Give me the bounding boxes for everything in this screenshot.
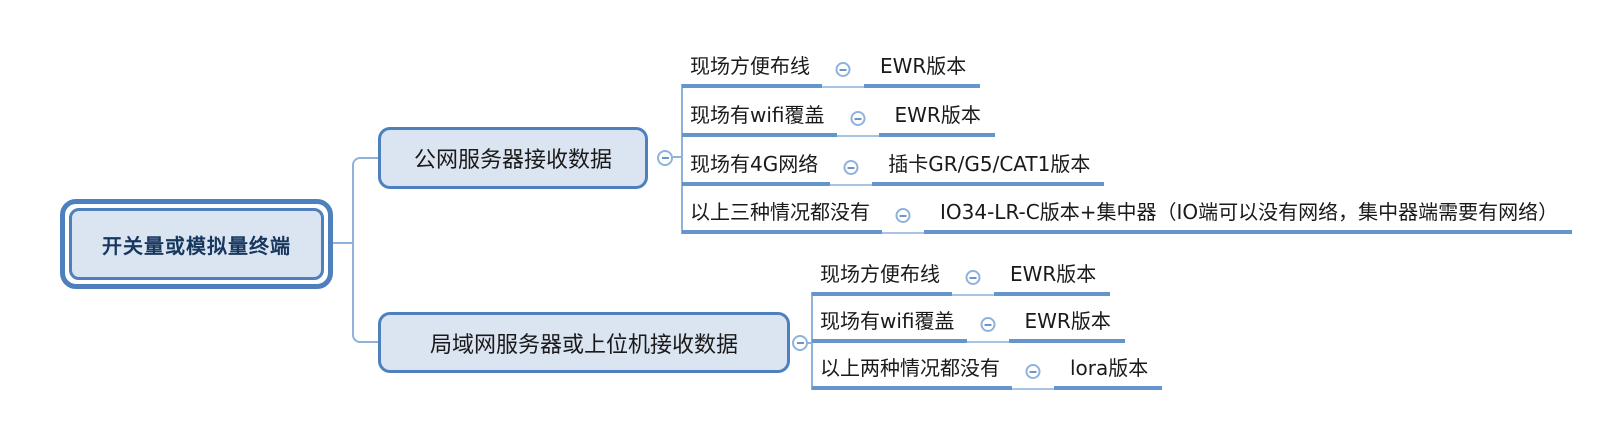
leaf-version[interactable]: IO34-LR-C版本+集中器（IO端可以没有网络，集中器端需要有网络） [924, 194, 1573, 234]
collapse-icon[interactable] [657, 150, 673, 166]
leaf-version-label: EWR版本 [880, 54, 967, 78]
leaf-condition-label: 以上三种情况都没有 [690, 200, 870, 224]
leaf-row: 现场有4G网络 插卡GR/G5/CAT1版本 [682, 146, 1105, 186]
leaf-version[interactable]: 插卡GR/G5/CAT1版本 [872, 146, 1105, 186]
collapse-icon[interactable] [843, 160, 859, 175]
leaf-connector [966, 303, 1009, 343]
minus-icon [661, 157, 669, 159]
collapse-icon[interactable] [835, 62, 851, 77]
leaf-condition[interactable]: 现场有wifi覆盖 [682, 97, 837, 137]
collapse-icon[interactable] [965, 270, 981, 285]
branch-topic-label: 局域网服务器或上位机接收数据 [429, 332, 738, 358]
leaf-condition-label: 现场有wifi覆盖 [820, 309, 955, 333]
leaf-condition[interactable]: 现场有4G网络 [682, 146, 831, 186]
leaf-condition[interactable]: 现场有wifi覆盖 [812, 303, 967, 343]
leaf-condition-label: 现场有4G网络 [690, 152, 819, 176]
leaf-version[interactable]: lora版本 [1054, 350, 1163, 390]
leaf-condition-label: 现场方便布线 [820, 262, 940, 286]
leaf-row: 现场方便布线 EWR版本 [812, 256, 1111, 296]
leaf-row: 以上两种情况都没有 lora版本 [812, 350, 1163, 390]
leaf-version-label: EWR版本 [894, 103, 981, 127]
root-topic-inner: 开关量或模拟量终端 [69, 208, 324, 280]
leaf-connector [836, 97, 879, 137]
leaf-connector [882, 194, 924, 234]
leaf-condition-label: 现场方便布线 [690, 54, 810, 78]
leaf-version[interactable]: EWR版本 [1008, 303, 1125, 343]
leaf-condition[interactable]: 以上两种情况都没有 [812, 350, 1012, 390]
leaf-version-label: EWR版本 [1010, 262, 1097, 286]
collapse-icon[interactable] [792, 335, 808, 351]
collapse-icon[interactable] [980, 317, 996, 332]
leaf-connector [952, 256, 994, 296]
connector-branch2-stub [808, 342, 813, 344]
leaf-version[interactable]: EWR版本 [994, 256, 1111, 296]
leaf-connector [822, 48, 864, 88]
leaf-version[interactable]: EWR版本 [864, 48, 981, 88]
minus-icon [796, 342, 804, 344]
leaf-condition-label: 以上两种情况都没有 [820, 356, 1000, 380]
minus-icon [854, 117, 862, 120]
leaf-condition[interactable]: 现场方便布线 [682, 48, 822, 88]
minus-icon [899, 214, 907, 217]
branch-topic-lan-server[interactable]: 局域网服务器或上位机接收数据 [378, 312, 790, 373]
leaf-condition-label: 现场有wifi覆盖 [690, 103, 825, 127]
leaf-version-label: lora版本 [1070, 356, 1149, 380]
leaf-version[interactable]: EWR版本 [878, 97, 995, 137]
collapse-icon[interactable] [850, 111, 866, 126]
collapse-icon[interactable] [895, 208, 911, 223]
connector-branch1-spine [681, 84, 683, 234]
connector-branch1-stub [673, 156, 682, 158]
branch-topic-label: 公网服务器接收数据 [413, 148, 612, 173]
minus-icon [969, 276, 977, 279]
leaf-version-label: 插卡GR/G5/CAT1版本 [888, 152, 1091, 176]
leaf-row: 现场有wifi覆盖 EWR版本 [812, 303, 1125, 343]
minus-icon [984, 323, 992, 326]
root-topic[interactable]: 开关量或模拟量终端 [60, 199, 333, 289]
minus-icon [1029, 370, 1037, 373]
leaf-condition[interactable]: 以上三种情况都没有 [682, 194, 882, 234]
leaf-connector [830, 146, 873, 186]
branch-topic-public-server[interactable]: 公网服务器接收数据 [378, 127, 648, 189]
connector-corner-top [352, 157, 378, 243]
leaf-version-label: EWR版本 [1024, 309, 1111, 333]
leaf-connector [1012, 350, 1054, 390]
leaf-version-label: IO34-LR-C版本+集中器（IO端可以没有网络，集中器端需要有网络） [940, 200, 1559, 224]
leaf-row: 现场方便布线 EWR版本 [682, 48, 981, 88]
connector-root-stub [333, 242, 352, 244]
root-topic-label: 开关量或模拟量终端 [102, 233, 291, 258]
minus-icon [847, 166, 855, 169]
leaf-condition[interactable]: 现场方便布线 [812, 256, 952, 296]
minus-icon [839, 68, 847, 71]
leaf-row: 以上三种情况都没有 IO34-LR-C版本+集中器（IO端可以没有网络，集中器端… [682, 194, 1573, 234]
leaf-row: 现场有wifi覆盖 EWR版本 [682, 97, 995, 137]
collapse-icon[interactable] [1025, 364, 1041, 379]
connector-corner-bottom [352, 243, 378, 343]
